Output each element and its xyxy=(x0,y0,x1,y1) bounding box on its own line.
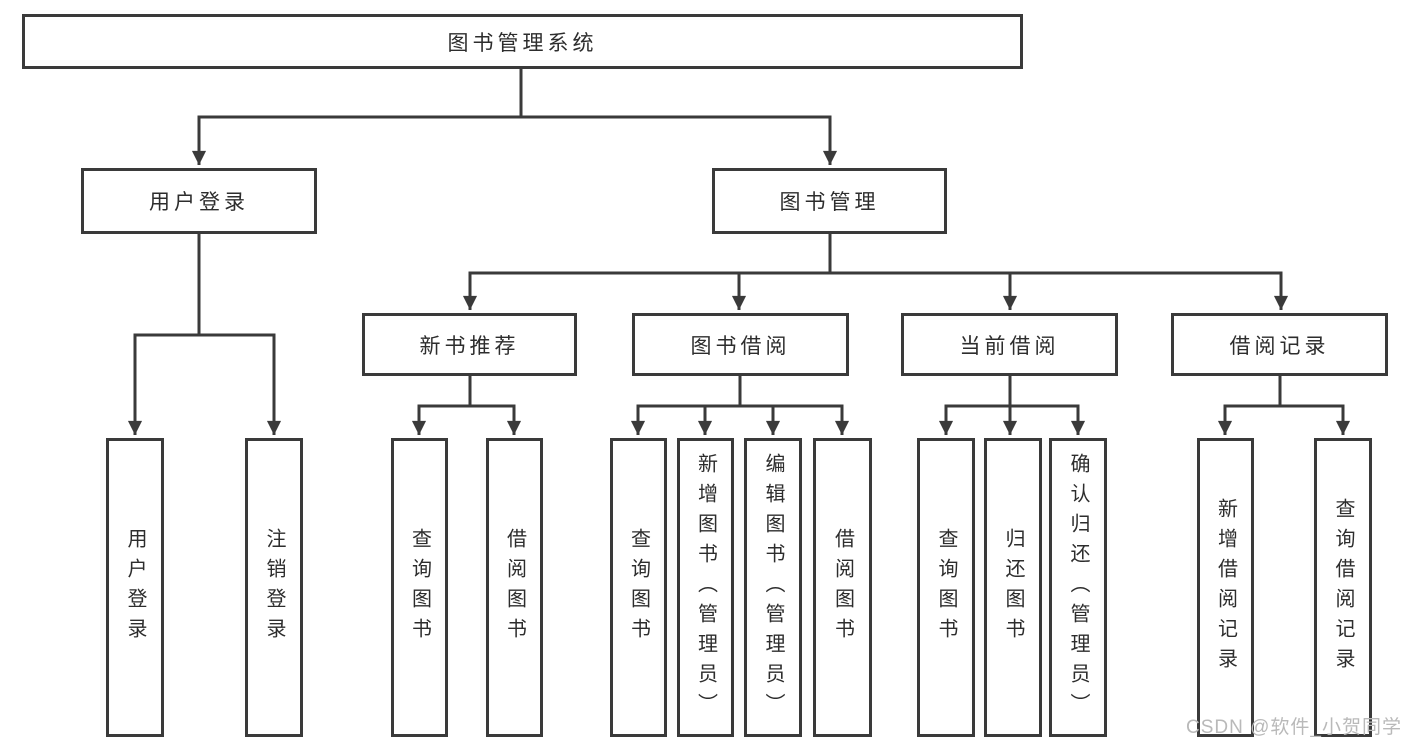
node-label: 新增图书（管理员） xyxy=(694,452,717,723)
node-label: 查询图书 xyxy=(408,527,431,648)
csdn-watermark: CSDN @软件_小贺同学 xyxy=(1186,717,1402,738)
node-label: 确认归还（管理员） xyxy=(1067,452,1089,723)
node-label: 借阅图书 xyxy=(831,527,854,648)
node-leaf-borrow-book-2: 借阅图书 xyxy=(813,438,872,737)
node-label: 新增借阅记录 xyxy=(1214,497,1237,678)
node-library-system: 图书管理系统 xyxy=(22,14,1023,69)
node-label: 用户登录 xyxy=(149,191,249,214)
node-leaf-query-book-2: 查询图书 xyxy=(610,438,667,737)
connector-new-book-rec-children xyxy=(411,376,522,435)
node-leaf-edit-book-admin: 编辑图书（管理员） xyxy=(744,438,802,737)
node-label: 图书管理系统 xyxy=(447,31,598,55)
node-book-mgmt: 图书管理 xyxy=(712,168,947,234)
connector-root-to-level2 xyxy=(191,69,838,165)
connector-book-mgmt-children xyxy=(462,234,1289,310)
node-leaf-confirm-return-admin: 确认归还（管理员） xyxy=(1049,438,1107,737)
node-label: 归还图书 xyxy=(1002,527,1024,648)
node-label: 注销登录 xyxy=(263,527,285,648)
node-label: 当前借阅 xyxy=(959,334,1060,358)
node-book-borrow: 图书借阅 xyxy=(632,313,849,376)
node-leaf-query-book-1: 查询图书 xyxy=(391,438,448,737)
node-borrow-records: 借阅记录 xyxy=(1171,313,1388,376)
node-label: 查询借阅记录 xyxy=(1332,497,1354,678)
node-leaf-add-borrow-record: 新增借阅记录 xyxy=(1197,438,1254,737)
node-user-login: 用户登录 xyxy=(81,168,317,234)
connector-borrow-records-children xyxy=(1217,376,1351,435)
node-new-book-rec: 新书推荐 xyxy=(362,313,577,376)
node-leaf-user-login: 用户登录 xyxy=(106,438,164,737)
node-label: 借阅图书 xyxy=(503,527,526,648)
node-label: 新书推荐 xyxy=(419,334,520,358)
node-leaf-borrow-book-1: 借阅图书 xyxy=(486,438,543,737)
node-current-borrow: 当前借阅 xyxy=(901,313,1118,376)
connector-current-borrow-children xyxy=(938,376,1086,435)
node-leaf-return-book: 归还图书 xyxy=(984,438,1042,737)
node-leaf-logout: 注销登录 xyxy=(245,438,303,737)
node-label: 借阅记录 xyxy=(1229,334,1330,358)
connector-user-login-children xyxy=(127,234,282,435)
node-label: 图书借阅 xyxy=(690,334,791,358)
node-label: 图书管理 xyxy=(779,191,880,214)
node-leaf-add-book-admin: 新增图书（管理员） xyxy=(677,438,734,737)
node-label: 查询图书 xyxy=(627,527,650,648)
node-leaf-query-borrow-record: 查询借阅记录 xyxy=(1314,438,1372,737)
node-label: 用户登录 xyxy=(124,527,146,648)
node-leaf-query-book-3: 查询图书 xyxy=(917,438,975,737)
node-label: 查询图书 xyxy=(935,527,957,648)
connector-book-borrow-children xyxy=(630,376,850,435)
node-label: 编辑图书（管理员） xyxy=(762,452,784,723)
